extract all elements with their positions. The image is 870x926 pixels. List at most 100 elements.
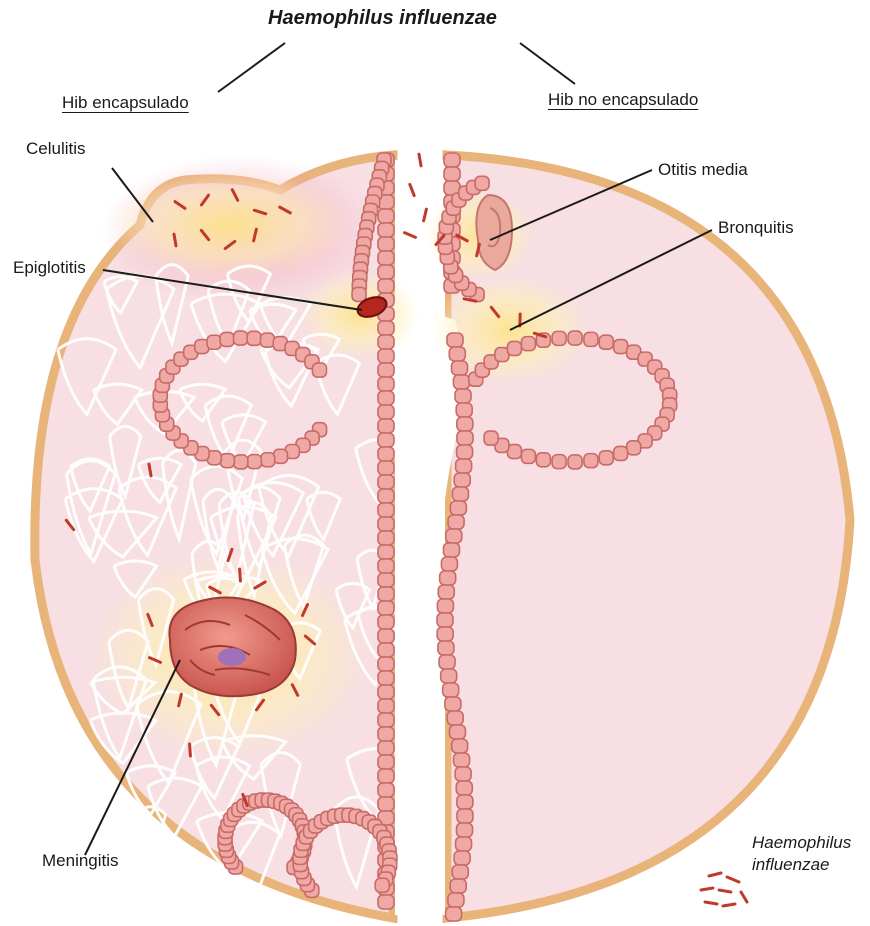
epithelial-cell — [521, 449, 535, 463]
epithelial-cell — [452, 739, 468, 753]
epithelial-cell — [552, 331, 566, 345]
epithelial-cell — [507, 341, 521, 355]
epithelial-cell — [378, 265, 394, 279]
epithelial-cell — [378, 587, 394, 601]
epithelial-cell — [456, 781, 472, 795]
epithelial-cell — [536, 453, 550, 467]
epithelial-cell — [452, 865, 468, 879]
epithelial-cell — [450, 501, 466, 515]
epithelial-cell — [378, 489, 394, 503]
epithelial-cell — [444, 167, 460, 181]
epithelial-cell — [207, 335, 221, 349]
epithelial-cell — [454, 753, 470, 767]
legend-line-1: Haemophilus — [752, 832, 851, 854]
epithelial-cell — [438, 585, 454, 599]
epithelial-cell — [446, 529, 462, 543]
epithelial-cell — [457, 809, 473, 823]
epithelial-cell — [234, 331, 248, 345]
epithelial-cell — [457, 823, 473, 837]
epithelial-cell — [443, 683, 459, 697]
epithelial-cell — [441, 669, 457, 683]
epithelial-cell — [437, 627, 453, 641]
epithelial-cell — [378, 713, 394, 727]
branch-encapsulated-label: Hib encapsulado — [62, 93, 189, 113]
epithelial-cell — [457, 431, 473, 445]
epithelial-cell — [378, 755, 394, 769]
epithelial-cell — [521, 337, 535, 351]
epithelial-cell — [454, 851, 470, 865]
epithelial-cell — [378, 671, 394, 685]
epithelial-cell — [378, 699, 394, 713]
epithelial-cell — [454, 473, 470, 487]
epithelial-cell — [475, 176, 489, 190]
epithelial-cell — [378, 349, 394, 363]
epithelial-cell — [378, 685, 394, 699]
epithelial-cell — [457, 445, 473, 459]
epithelial-cell — [439, 655, 455, 669]
epithelial-cell — [261, 453, 275, 467]
epithelial-cell — [449, 347, 465, 361]
epithelial-cell — [484, 431, 498, 445]
epithelial-cell — [378, 391, 394, 405]
epithelial-cell — [378, 727, 394, 741]
bacterium — [149, 464, 151, 476]
epithelial-cell — [352, 287, 366, 301]
epithelial-cell — [448, 515, 464, 529]
epithelial-cell — [449, 725, 465, 739]
epithelial-cell — [378, 573, 394, 587]
brain-icon — [169, 598, 295, 697]
epithelial-cell — [220, 454, 234, 468]
bronquitis-label: Bronquitis — [718, 218, 794, 238]
epithelial-cell — [378, 447, 394, 461]
epithelial-cell — [456, 403, 472, 417]
epithelial-cell — [234, 455, 248, 469]
epithelial-cell — [448, 893, 464, 907]
epithelial-cell — [378, 615, 394, 629]
legend-line-2: influenzae — [752, 854, 851, 876]
epithelial-cell — [378, 545, 394, 559]
epithelial-cell — [378, 321, 394, 335]
epithelial-cell — [584, 332, 598, 346]
bacterium — [240, 569, 241, 581]
epithelial-cell — [446, 907, 462, 921]
epithelial-cell — [273, 449, 287, 463]
epithelial-cell — [627, 441, 641, 455]
epithelial-cell — [247, 331, 261, 345]
epithelial-cell — [441, 557, 457, 571]
epithelial-cell — [599, 335, 613, 349]
epithelial-cell — [614, 340, 628, 354]
epithelial-cell — [378, 629, 394, 643]
epithelial-cell — [378, 769, 394, 783]
epithelial-cell — [378, 237, 394, 251]
epithelial-cell — [378, 419, 394, 433]
epithelial-cell — [378, 335, 394, 349]
epithelial-cell — [378, 433, 394, 447]
epithelial-cell — [568, 455, 582, 469]
bacterium — [419, 154, 421, 166]
epiglotitis-label: Epiglotitis — [13, 258, 86, 278]
tissue-fiber — [75, 765, 108, 804]
epithelial-cell — [584, 454, 598, 468]
legend-label: Haemophilus influenzae — [752, 832, 851, 876]
epithelial-cell — [437, 613, 453, 627]
epithelial-cell — [378, 517, 394, 531]
branch-non-encapsulated-label: Hib no encapsulado — [548, 90, 698, 110]
epithelial-cell — [457, 417, 473, 431]
epithelial-cell — [455, 389, 471, 403]
epithelial-cell — [378, 559, 394, 573]
title-left-line — [218, 43, 285, 92]
diagram-title: Haemophilus influenzae — [268, 7, 497, 30]
epithelial-cell — [444, 153, 460, 167]
epithelial-cell — [247, 455, 261, 469]
celulitis-label: Celulitis — [26, 139, 86, 159]
epithelial-cell — [378, 377, 394, 391]
epithelial-cell — [440, 571, 456, 585]
title-right-line — [520, 43, 575, 84]
otitis-label: Otitis media — [658, 160, 748, 180]
epithelial-cell — [378, 741, 394, 755]
meningitis-label: Meningitis — [42, 851, 119, 871]
epithelial-cell — [438, 641, 454, 655]
epithelial-cell — [378, 461, 394, 475]
epithelial-cell — [378, 783, 394, 797]
epithelial-cell — [260, 333, 274, 347]
